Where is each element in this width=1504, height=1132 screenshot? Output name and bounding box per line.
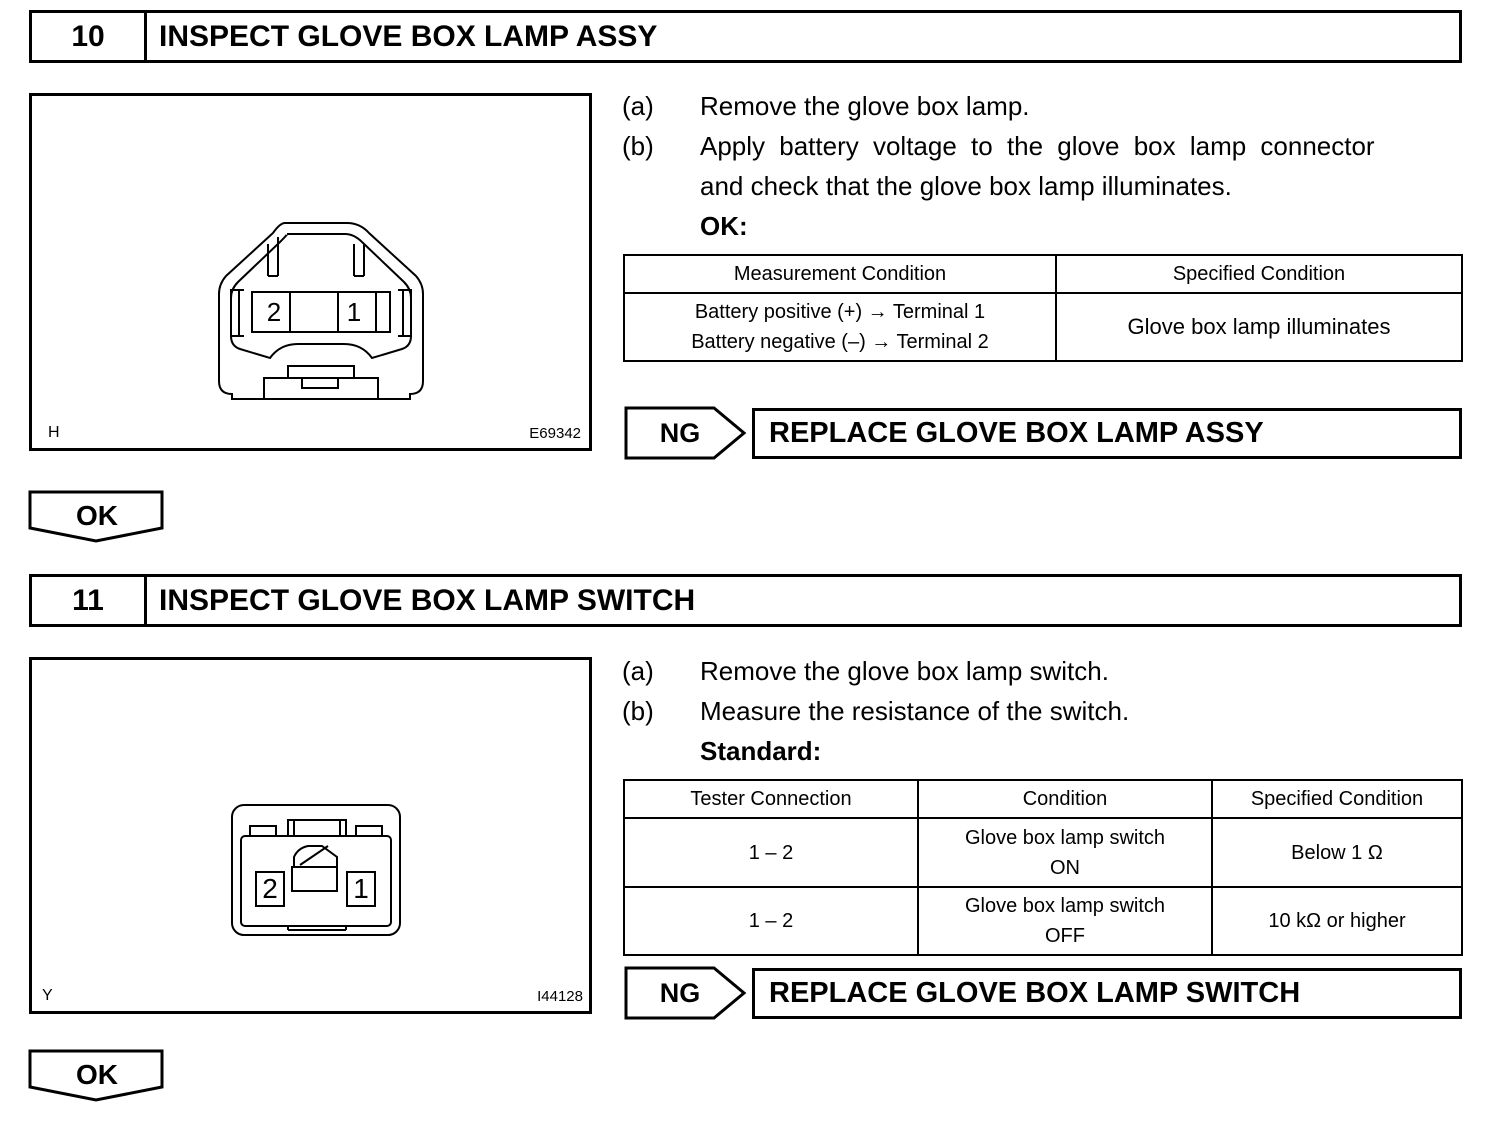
condition-line-1: Glove box lamp switch: [964, 826, 1166, 849]
table-cell: Battery positive (+) → Terminal 1 Batter…: [623, 292, 1057, 362]
step-10-pin-1: 1: [346, 297, 362, 327]
table-header-row: Tester Connection Condition Specified Co…: [623, 779, 1463, 819]
step-10-spec-table: Measurement Condition Specified Conditio…: [623, 254, 1463, 362]
instruction-text: Remove the glove box lamp.: [700, 91, 1030, 121]
step-11-ok-label: OK: [76, 1059, 118, 1090]
step-11-instruction-a: (a) Remove the glove box lamp switch.: [622, 651, 1463, 691]
table-row: 1 – 2 Glove box lamp switch ON Below 1 Ω: [623, 817, 1463, 888]
condition-line-1: Glove box lamp switch: [964, 895, 1166, 917]
measurement-line-1: Battery positive (+) → Terminal 1: [694, 301, 986, 323]
table-header-row: Measurement Condition Specified Conditio…: [623, 254, 1463, 294]
step-11-ng-action: REPLACE GLOVE BOX LAMP SWITCH: [752, 968, 1462, 1019]
step-10-spec-label: OK:: [700, 211, 748, 241]
condition-line-2: OFF: [1045, 925, 1085, 947]
instruction-text: Measure the resistance of the switch.: [700, 696, 1130, 726]
step-11-pin-2: 2: [262, 873, 278, 904]
table-header: Condition: [917, 779, 1213, 819]
step-10-ng-action: REPLACE GLOVE BOX LAMP ASSY: [752, 408, 1462, 459]
table-cell: Glove box lamp switch OFF: [917, 886, 1213, 956]
step-10-figure-code: E69342: [529, 425, 581, 442]
step-10-ok-label: OK: [76, 500, 118, 531]
step-11-ok-arrow-icon: [28, 1049, 164, 1102]
step-10-figure: 2 1 H E69342: [29, 93, 592, 451]
table-header: Tester Connection: [623, 779, 919, 819]
instruction-key: (b): [622, 131, 654, 161]
step-11-instructions: (a) Remove the glove box lamp switch. (b…: [622, 651, 1463, 771]
table-cell: 1 – 2: [623, 886, 919, 956]
measurement-line-2: Battery negative (–) → Terminal 2: [691, 331, 989, 353]
table-header: Specified Condition: [1055, 254, 1463, 294]
step-11-figure-code: I44128: [537, 988, 583, 1005]
step-10-instructions: (a) Remove the glove box lamp. (b) Apply…: [622, 86, 1463, 246]
step-10-instruction-a: (a) Remove the glove box lamp.: [622, 86, 1463, 126]
instruction-text: Apply battery voltage to the glove box l…: [700, 131, 1375, 161]
step-11-header: 11 INSPECT GLOVE BOX LAMP SWITCH: [29, 574, 1462, 627]
step-10-title: INSPECT GLOVE BOX LAMP ASSY: [159, 19, 658, 53]
instruction-text-continued: and check that the glove box lamp illumi…: [700, 171, 1232, 201]
condition-line-2: ON: [1050, 856, 1080, 879]
table-header: Specified Condition: [1211, 779, 1463, 819]
step-11-spec-label: Standard:: [700, 736, 822, 766]
step-10-pin-2: 2: [266, 297, 282, 327]
step-10-instruction-b: (b) Apply battery voltage to the glove b…: [622, 126, 1463, 166]
instruction-text: Remove the glove box lamp switch.: [700, 656, 1109, 686]
step-11-figure: 2 1 Y I44128: [29, 657, 592, 1014]
step-11-title: INSPECT GLOVE BOX LAMP SWITCH: [159, 583, 696, 617]
step-11-ng-label: NG: [659, 977, 701, 1008]
step-11-spec-table: Tester Connection Condition Specified Co…: [623, 779, 1463, 956]
step-11-number: 11: [32, 577, 147, 624]
lamp-connector-icon: [218, 222, 424, 400]
instruction-key: (a): [622, 656, 654, 686]
step-11-ng-arrow-icon: [624, 966, 747, 1020]
table-cell: 1 – 2: [623, 817, 919, 888]
instruction-key: (b): [622, 696, 654, 726]
step-10-ok-arrow-icon: [28, 490, 164, 543]
table-row: 1 – 2 Glove box lamp switch OFF 10 kΩ or…: [623, 886, 1463, 956]
table-cell: Glove box lamp switch ON: [917, 817, 1213, 888]
instruction-key: (a): [622, 91, 654, 121]
step-10-number: 10: [32, 13, 147, 60]
table-header: Measurement Condition: [623, 254, 1057, 294]
table-cell: Below 1 Ω: [1211, 817, 1463, 888]
table-row: Battery positive (+) → Terminal 1 Batter…: [623, 292, 1463, 362]
table-cell: 10 kΩ or higher: [1211, 886, 1463, 956]
step-11-pin-1: 1: [353, 873, 369, 904]
step-11-figure-letter: Y: [42, 987, 53, 1004]
switch-connector-icon: [231, 804, 401, 936]
step-10-header: 10 INSPECT GLOVE BOX LAMP ASSY: [29, 10, 1462, 63]
step-10-ng-label: NG: [659, 417, 701, 448]
step-11-instruction-b: (b) Measure the resistance of the switch…: [622, 691, 1463, 731]
step-10-ng-arrow-icon: [624, 406, 747, 460]
step-10-figure-letter: H: [48, 424, 60, 441]
table-cell: Glove box lamp illuminates: [1055, 292, 1463, 362]
